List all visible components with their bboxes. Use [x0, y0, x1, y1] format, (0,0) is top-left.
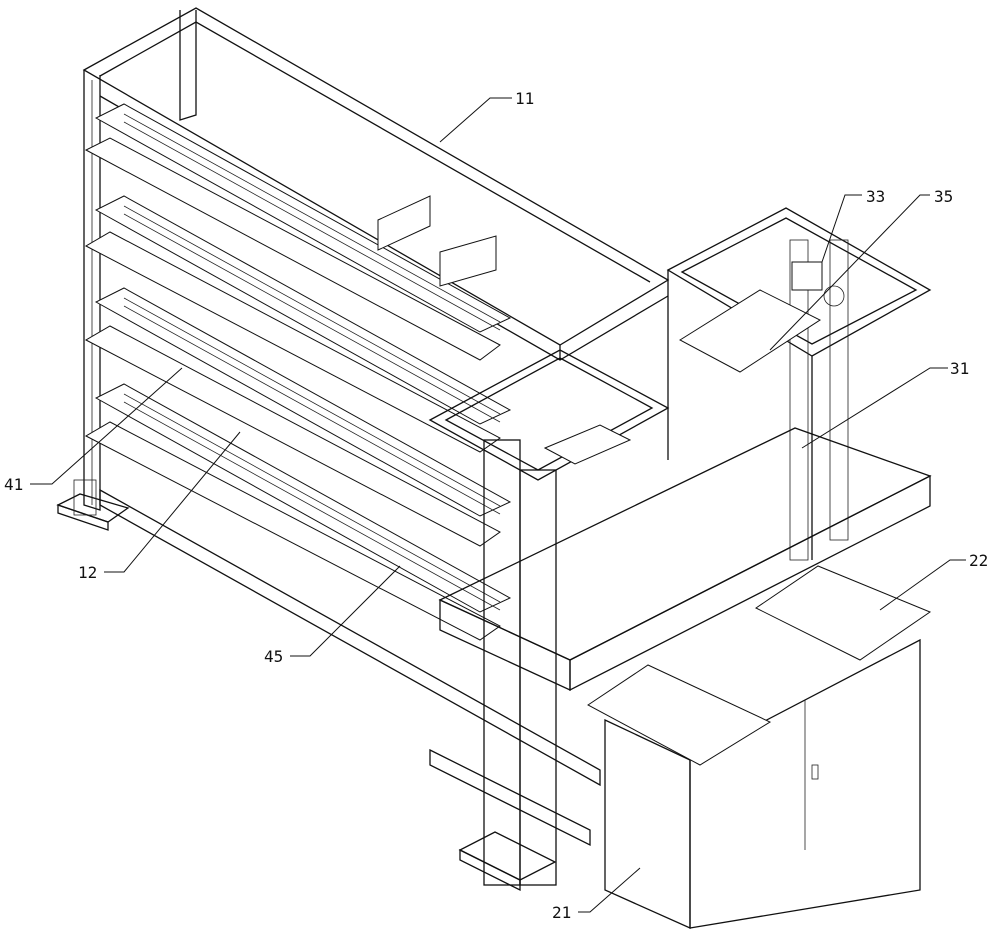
transfer-frame: [428, 349, 670, 892]
lifting-tower: [666, 207, 932, 561]
conveyor-cabinet: [587, 565, 932, 930]
shelf-level-2: [84, 195, 512, 453]
label-11: 11: [515, 89, 534, 108]
label-21: 21: [552, 903, 571, 922]
label-31: 31: [950, 359, 969, 378]
callout-leaders: [30, 97, 966, 913]
label-22: 22: [969, 551, 988, 570]
shelf-level-4: [84, 383, 512, 641]
label-45: 45: [264, 647, 283, 666]
loading-platform: [438, 427, 932, 692]
label-12: 12: [78, 563, 97, 582]
shelf-level-3: [84, 287, 512, 547]
label-35: 35: [934, 187, 953, 206]
label-33: 33: [866, 187, 885, 206]
reference-labels: 11 33 35 31 22 41 12 45 21: [4, 89, 988, 922]
shelf-level-1: [84, 103, 512, 361]
label-41: 41: [4, 475, 23, 494]
